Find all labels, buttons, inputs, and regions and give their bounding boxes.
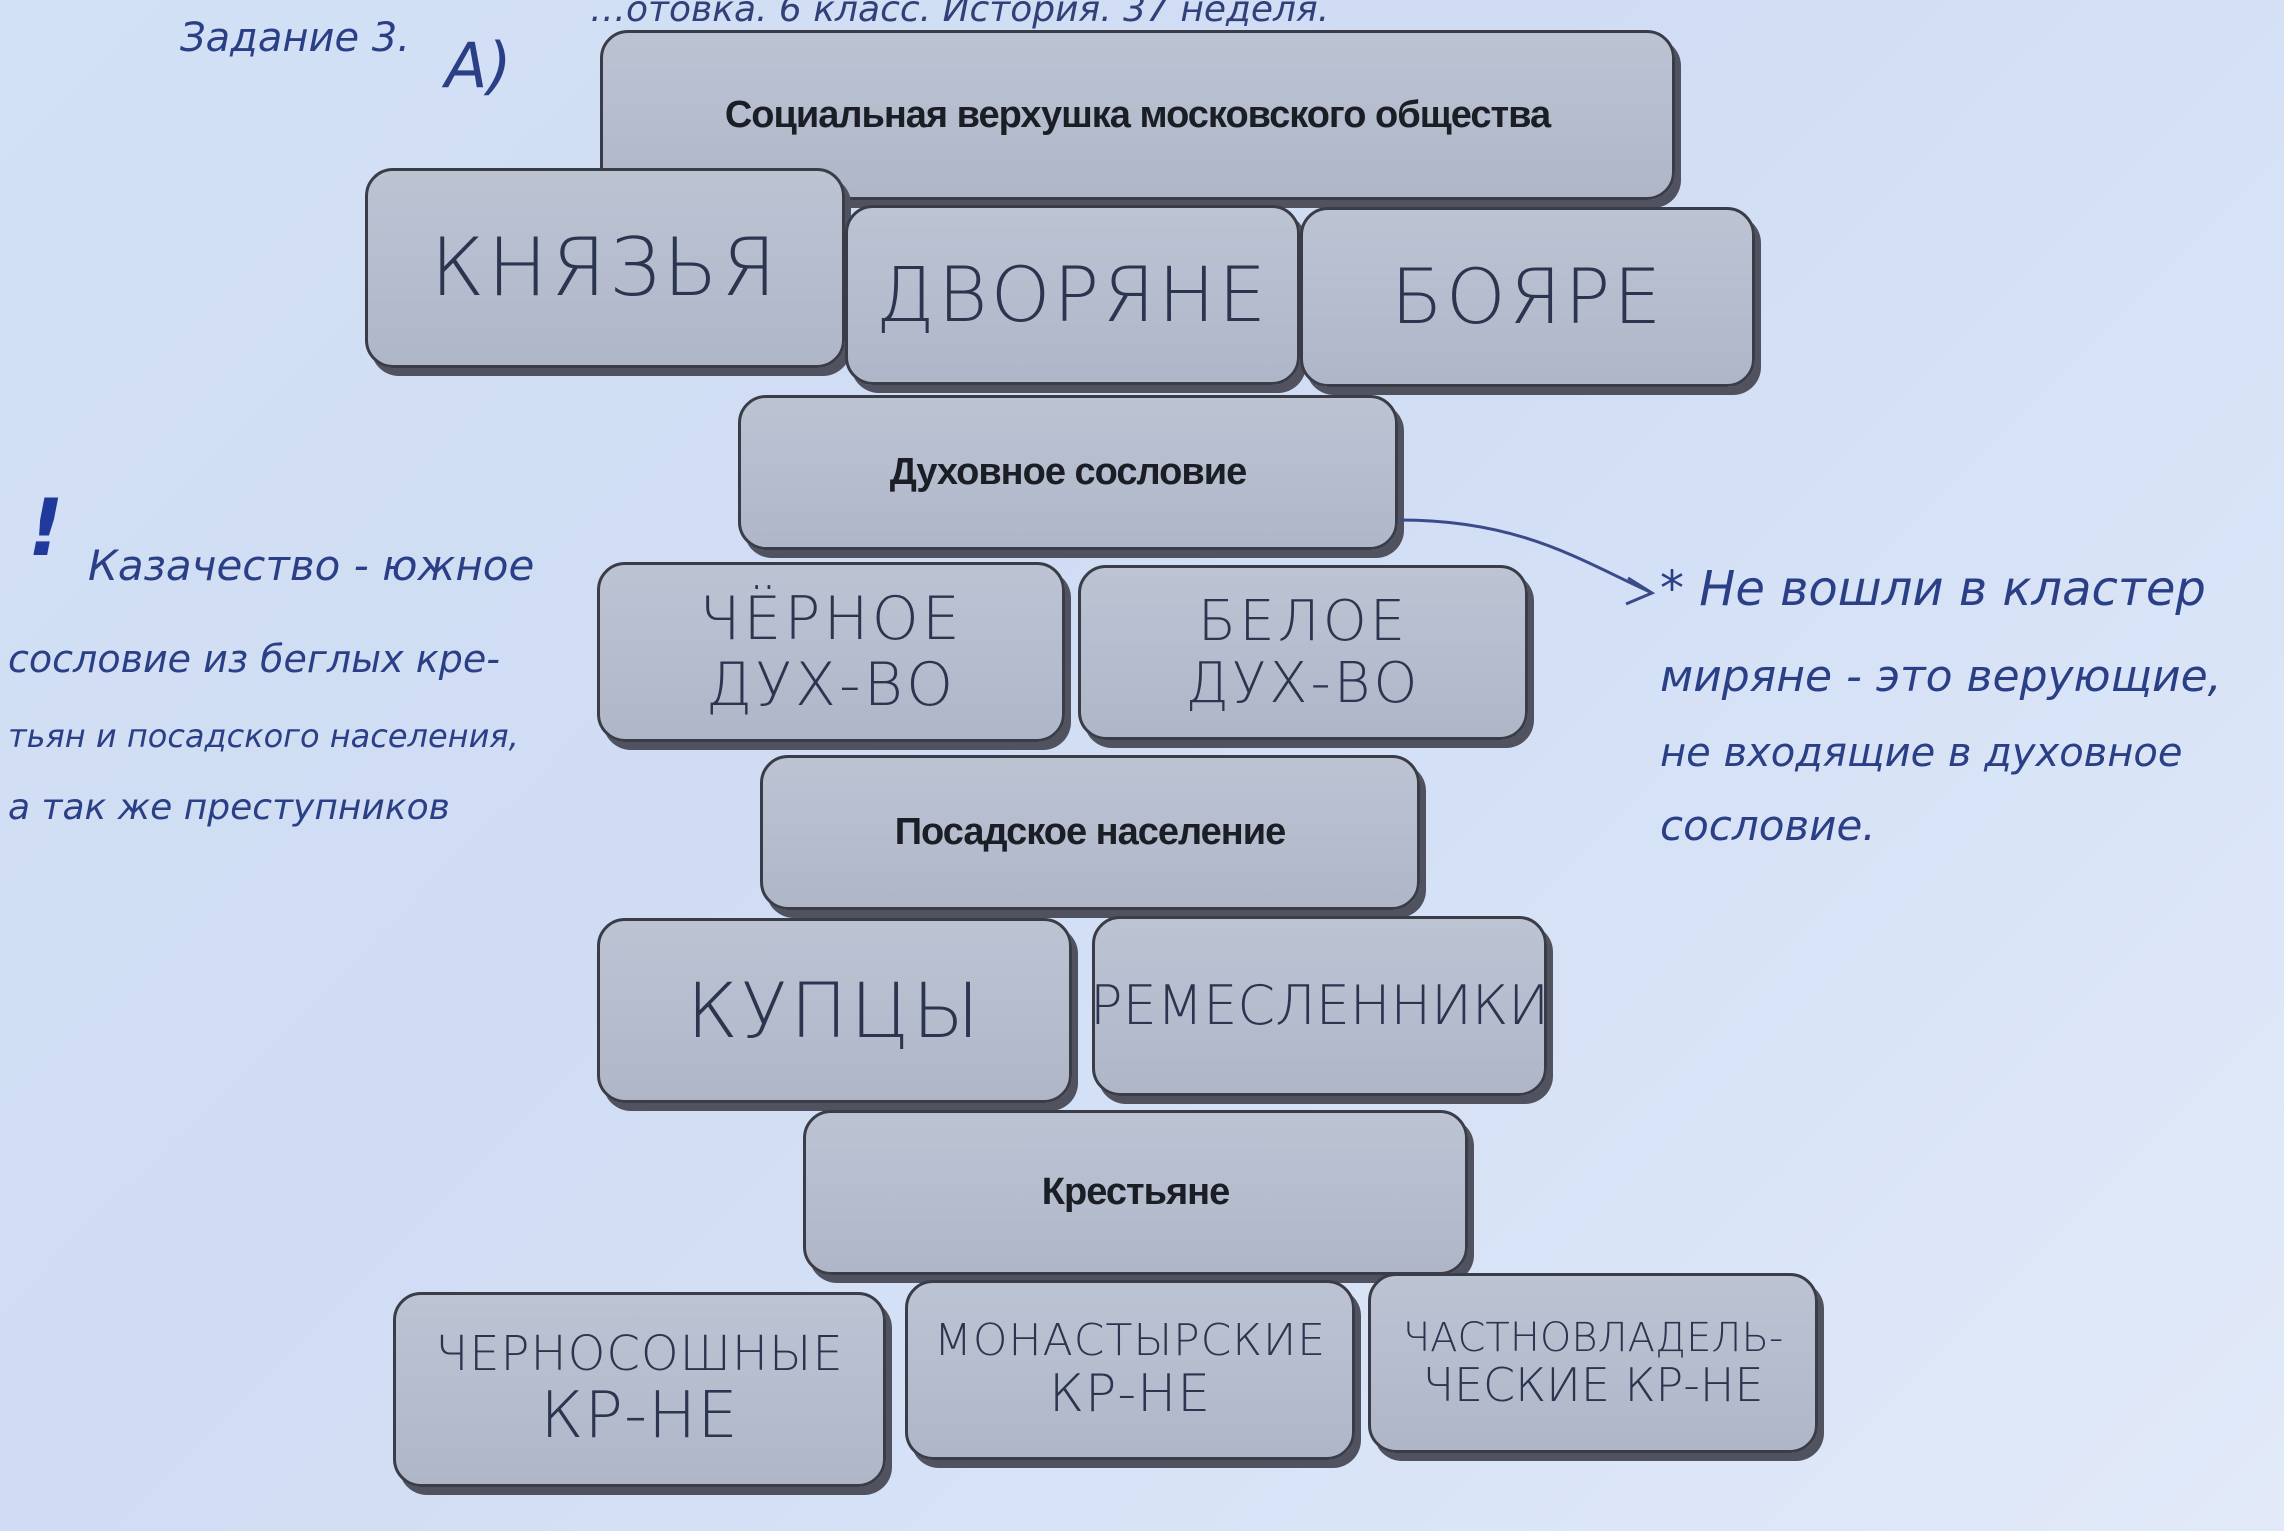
cell-white-clergy: БЕЛОЕ ДУХ-ВО <box>1078 565 1528 740</box>
left-note-line-3: тьян и посадского населения, <box>8 717 519 755</box>
cell-private-peasants: ЧАСТНОВЛАДЕЛЬ- ЧЕСКИЕ КР-НЕ <box>1368 1273 1818 1453</box>
cell-white-clergy-line2: ДУХ-ВО <box>1185 650 1421 716</box>
cell-black-clergy-text: ЧЁРНОЕ ДУХ-ВО <box>699 586 962 718</box>
cell-private-line2: ЧЕСКИЕ КР-НЕ <box>1422 1357 1764 1412</box>
cell-private-peasants-text: ЧАСТНОВЛАДЕЛЬ- ЧЕСКИЕ КР-НЕ <box>1403 1316 1784 1411</box>
cell-monastery-peasants-text: МОНАСТЫРСКИЕ КР-НЕ <box>933 1315 1327 1424</box>
cell-merchants-text: КУПЦЫ <box>686 965 983 1055</box>
cell-princes-text: КНЯЗЬЯ <box>430 221 780 314</box>
right-note-line-4: сословие. <box>1660 801 1876 850</box>
left-note-line-2: сословие из беглых кре- <box>8 637 500 681</box>
cell-black-sown-line1: ЧЕРНОСОШНЫЕ <box>435 1325 844 1382</box>
top-note: …отовка. 6 класс. История. 37 неделя. <box>590 0 1330 30</box>
cell-black-clergy: ЧЁРНОЕ ДУХ-ВО <box>597 562 1065 742</box>
right-note-line-1: * Не вошли в кластер <box>1660 561 2206 617</box>
note-arrow-line <box>1399 518 1651 594</box>
cell-artisans-text: РЕМЕСЛЕННИКИ <box>1090 974 1549 1038</box>
left-note-line-1: Казачество - южное <box>88 541 535 590</box>
cell-white-clergy-text: БЕЛОЕ ДУХ-ВО <box>1186 591 1421 714</box>
cell-black-sown-peasants-text: ЧЕРНОСОШНЫЕ КР-НЕ <box>435 1328 843 1451</box>
cell-private-line1: ЧАСТНОВЛАДЕЛЬ- <box>1402 1314 1784 1361</box>
task-label: Задание 3. <box>180 15 410 61</box>
cell-white-clergy-line1: БЕЛОЕ <box>1197 588 1409 654</box>
cell-monastery-line1: МОНАСТЫРСКИЕ <box>933 1315 1327 1367</box>
header-posad-text: Посадское население <box>894 811 1287 853</box>
header-clergy: Духовное сословие <box>738 395 1398 550</box>
cell-artisans: РЕМЕСЛЕННИКИ <box>1090 916 1549 1096</box>
cell-nobles-text: ДВОРЯНЕ <box>875 250 1270 340</box>
right-note-line-3: не входящие в духовное <box>1660 730 2183 776</box>
header-peasants: Крестьяне <box>803 1110 1468 1275</box>
cell-boyars: БОЯРЕ <box>1300 207 1755 387</box>
cell-merchants: КУПЦЫ <box>597 918 1072 1103</box>
cell-black-sown-line2: КР-НЕ <box>540 1378 739 1453</box>
header-social-elite-text: Социальная верхушка московского общества <box>724 93 1551 136</box>
cell-black-clergy-line1: ЧЁРНОЕ <box>699 584 963 654</box>
cell-monastery-peasants: МОНАСТЫРСКИЕ КР-НЕ <box>905 1280 1355 1460</box>
header-peasants-text: Крестьяне <box>1041 1171 1230 1213</box>
left-note-mark: ! <box>28 484 64 574</box>
right-note-line-2: миряне - это верующие, <box>1660 651 2222 702</box>
cell-nobles: ДВОРЯНЕ <box>845 205 1300 385</box>
header-posad: Посадское население <box>760 755 1420 910</box>
left-note-line-4: а так же преступников <box>8 787 450 828</box>
section-letter: А) <box>445 29 512 102</box>
header-clergy-text: Духовное сословие <box>889 451 1247 493</box>
note-arrow-head <box>1625 576 1656 606</box>
cell-black-clergy-line2: ДУХ-ВО <box>705 650 957 720</box>
cell-princes: КНЯЗЬЯ <box>365 168 845 368</box>
cell-boyars-text: БОЯРЕ <box>1390 252 1665 342</box>
cell-monastery-line2: КР-НЕ <box>1048 1363 1212 1424</box>
cell-black-sown-peasants: ЧЕРНОСОШНЫЕ КР-НЕ <box>393 1292 886 1487</box>
